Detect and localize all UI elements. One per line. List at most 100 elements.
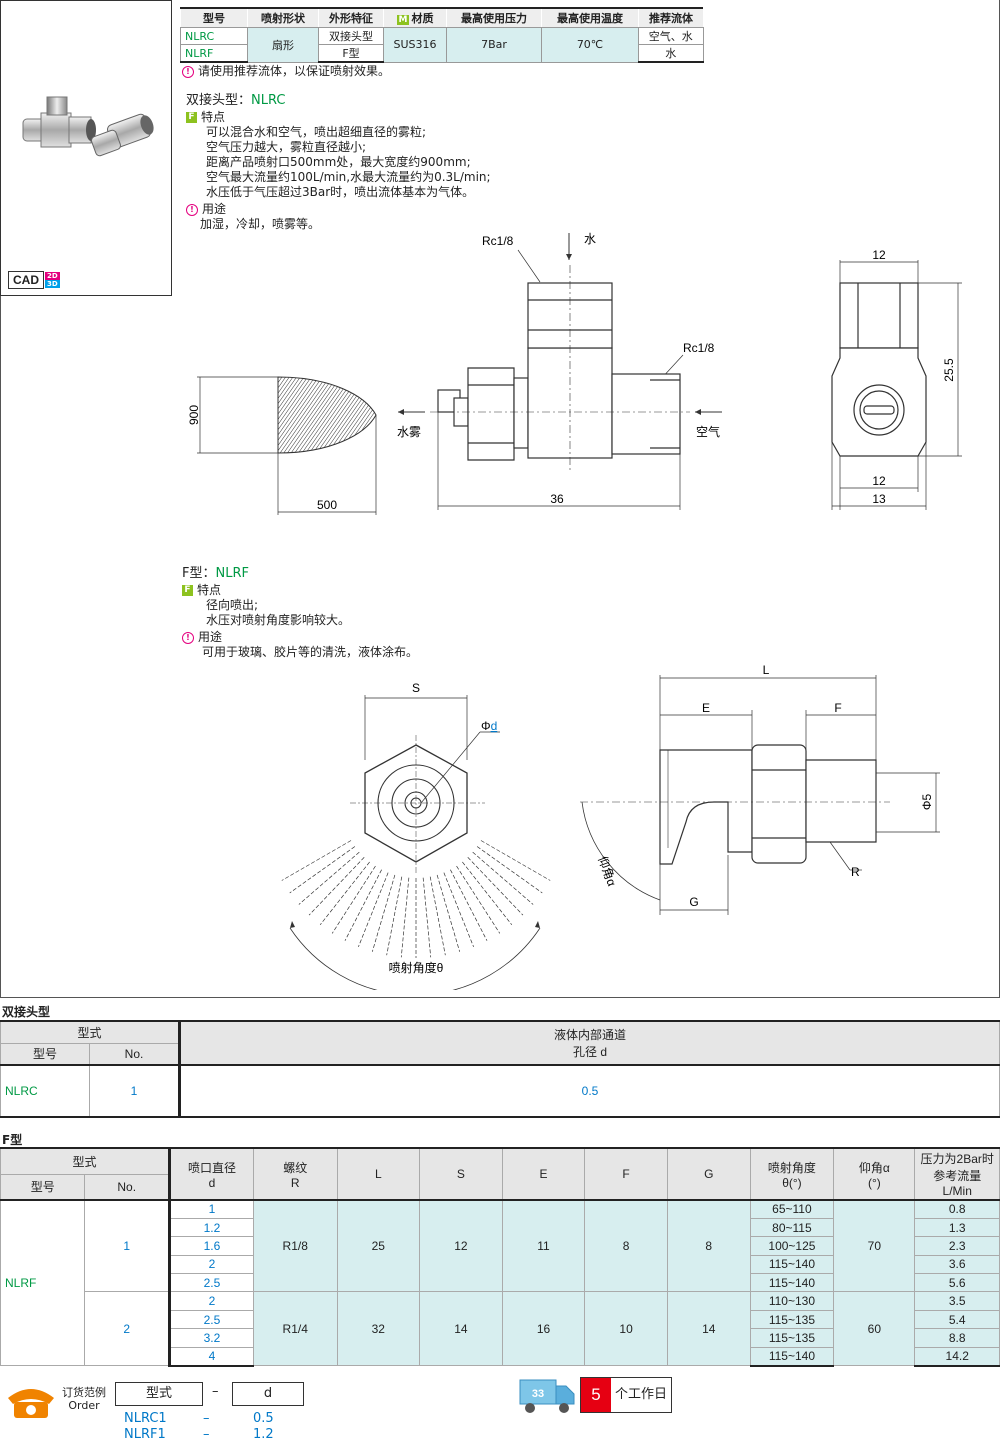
spec-feature: F型 [318,44,384,63]
order-section [2,1380,60,1424]
feature-icon: F [186,112,197,123]
cad-badge[interactable]: CAD 2D 3D [8,271,60,289]
nlrc-front-view [831,282,927,457]
spray-fan-line [450,869,488,941]
t2-theta: 110~130 [749,1291,835,1311]
spray-fan-line [289,846,356,894]
t1-model[interactable]: NLRC [0,1064,90,1118]
t2-h-G: G [666,1147,751,1201]
dim-R: R [851,865,860,879]
t2-alpha: 70 [833,1199,916,1293]
spray-fan-line [476,846,543,894]
t2-h-S: S [419,1147,503,1201]
order-box-style: 型式 [115,1382,203,1406]
spray-fan-line [319,861,370,926]
t2-theta: 115~135 [749,1328,835,1348]
dim-500: 500 [317,498,337,512]
nlrc-usage-label: !用途 [186,202,491,217]
cad-label: CAD [8,271,44,289]
t2-S: 12 [419,1199,503,1293]
spec-header: 喷射形状 [247,7,319,28]
spec-header: 型号 [180,7,248,28]
notice: !请使用推荐流体，以保证喷射效果。 [182,64,390,79]
delivery-badge: 5 个工作日 [580,1377,673,1413]
spec-model[interactable]: NLRF [180,44,248,63]
spray-fan-line [429,876,446,956]
spray-fan-line [308,857,365,916]
order-box-d: d [232,1382,304,1406]
nlrf-drawing: S Φd 喷射角度θ L E F Φ5 仰角α G R [281,663,940,990]
dim-L: L [763,663,770,677]
spray-fan-line [344,869,382,941]
nlrf-usage-label: !用途 [182,630,418,645]
label-rc-top: Rc1/8 [482,234,514,248]
t2-theta: 80~115 [749,1217,835,1238]
label-spray-angle: 喷射角度θ [389,960,444,975]
t2-alpha: 60 [833,1291,916,1367]
spec-header: 最高使用温度 [541,7,639,28]
label-air: 空气 [696,424,720,439]
nlrc-feature: 空气压力越大，雾粒直径越小; [206,140,367,154]
product-photo [22,96,154,157]
spray-fan-line [462,861,513,926]
t2-h-F: F [584,1147,668,1201]
spec-model[interactable]: NLRC [180,27,248,45]
spray-fan-line [371,874,396,952]
t2-theta: 100~125 [749,1236,835,1256]
spray-pattern [277,376,377,454]
spec-header: 外形特征 [318,7,384,28]
t2-flow: 1.3 [914,1217,1000,1238]
spec-header: 最高使用压力 [446,7,542,28]
t2-theta: 65~110 [749,1198,835,1219]
cad-2d3d: 2D 3D [45,272,60,288]
usage-icon: ! [182,631,194,644]
nlrf-feature: 径向喷出; [206,598,259,612]
spec-pressure: 7Bar [446,27,542,63]
spray-fan-line [456,865,501,934]
t2-R: R1/8 [252,1199,338,1293]
spray-fan-line [480,840,551,881]
t2-theta: 115~135 [749,1309,835,1330]
dim-S: S [412,681,420,695]
t2-L: 25 [336,1199,421,1293]
nlrf-side-view [659,744,877,865]
truck-icon: 33 [518,1374,576,1420]
nlrf-title: F型：NLRF [182,566,249,581]
warning-icon: ! [182,65,194,78]
nlrc-drawing: 900 500 水雾 空气 水 Rc1/8 Rc1/8 36 1 [187,232,962,515]
spray-fan-line [281,840,352,881]
phone-icon [8,1389,54,1418]
t2-E: 11 [501,1199,586,1293]
nlrc-feature: 空气最大流量约100L/min,水最大流量约为0.3L/min; [206,170,491,184]
t2-L: 32 [336,1291,421,1367]
t2-flow: 3.6 [914,1254,1000,1275]
spray-fan-line [472,851,534,905]
order-example-dash: –– [203,1411,210,1442]
dim-900: 900 [187,405,201,425]
nlrf-feature: 水压对喷射角度影响较大。 [206,613,351,627]
t2-flow: 5.4 [914,1309,1000,1330]
product-photo-panel [0,0,172,296]
spray-fan-line [422,877,432,958]
feature-icon: F [182,585,193,596]
t2-G: 14 [666,1291,751,1367]
dim-13: 13 [872,492,886,506]
nlrc-feature: 可以混合水和空气，喷出超细直径的雾粒; [206,125,427,139]
